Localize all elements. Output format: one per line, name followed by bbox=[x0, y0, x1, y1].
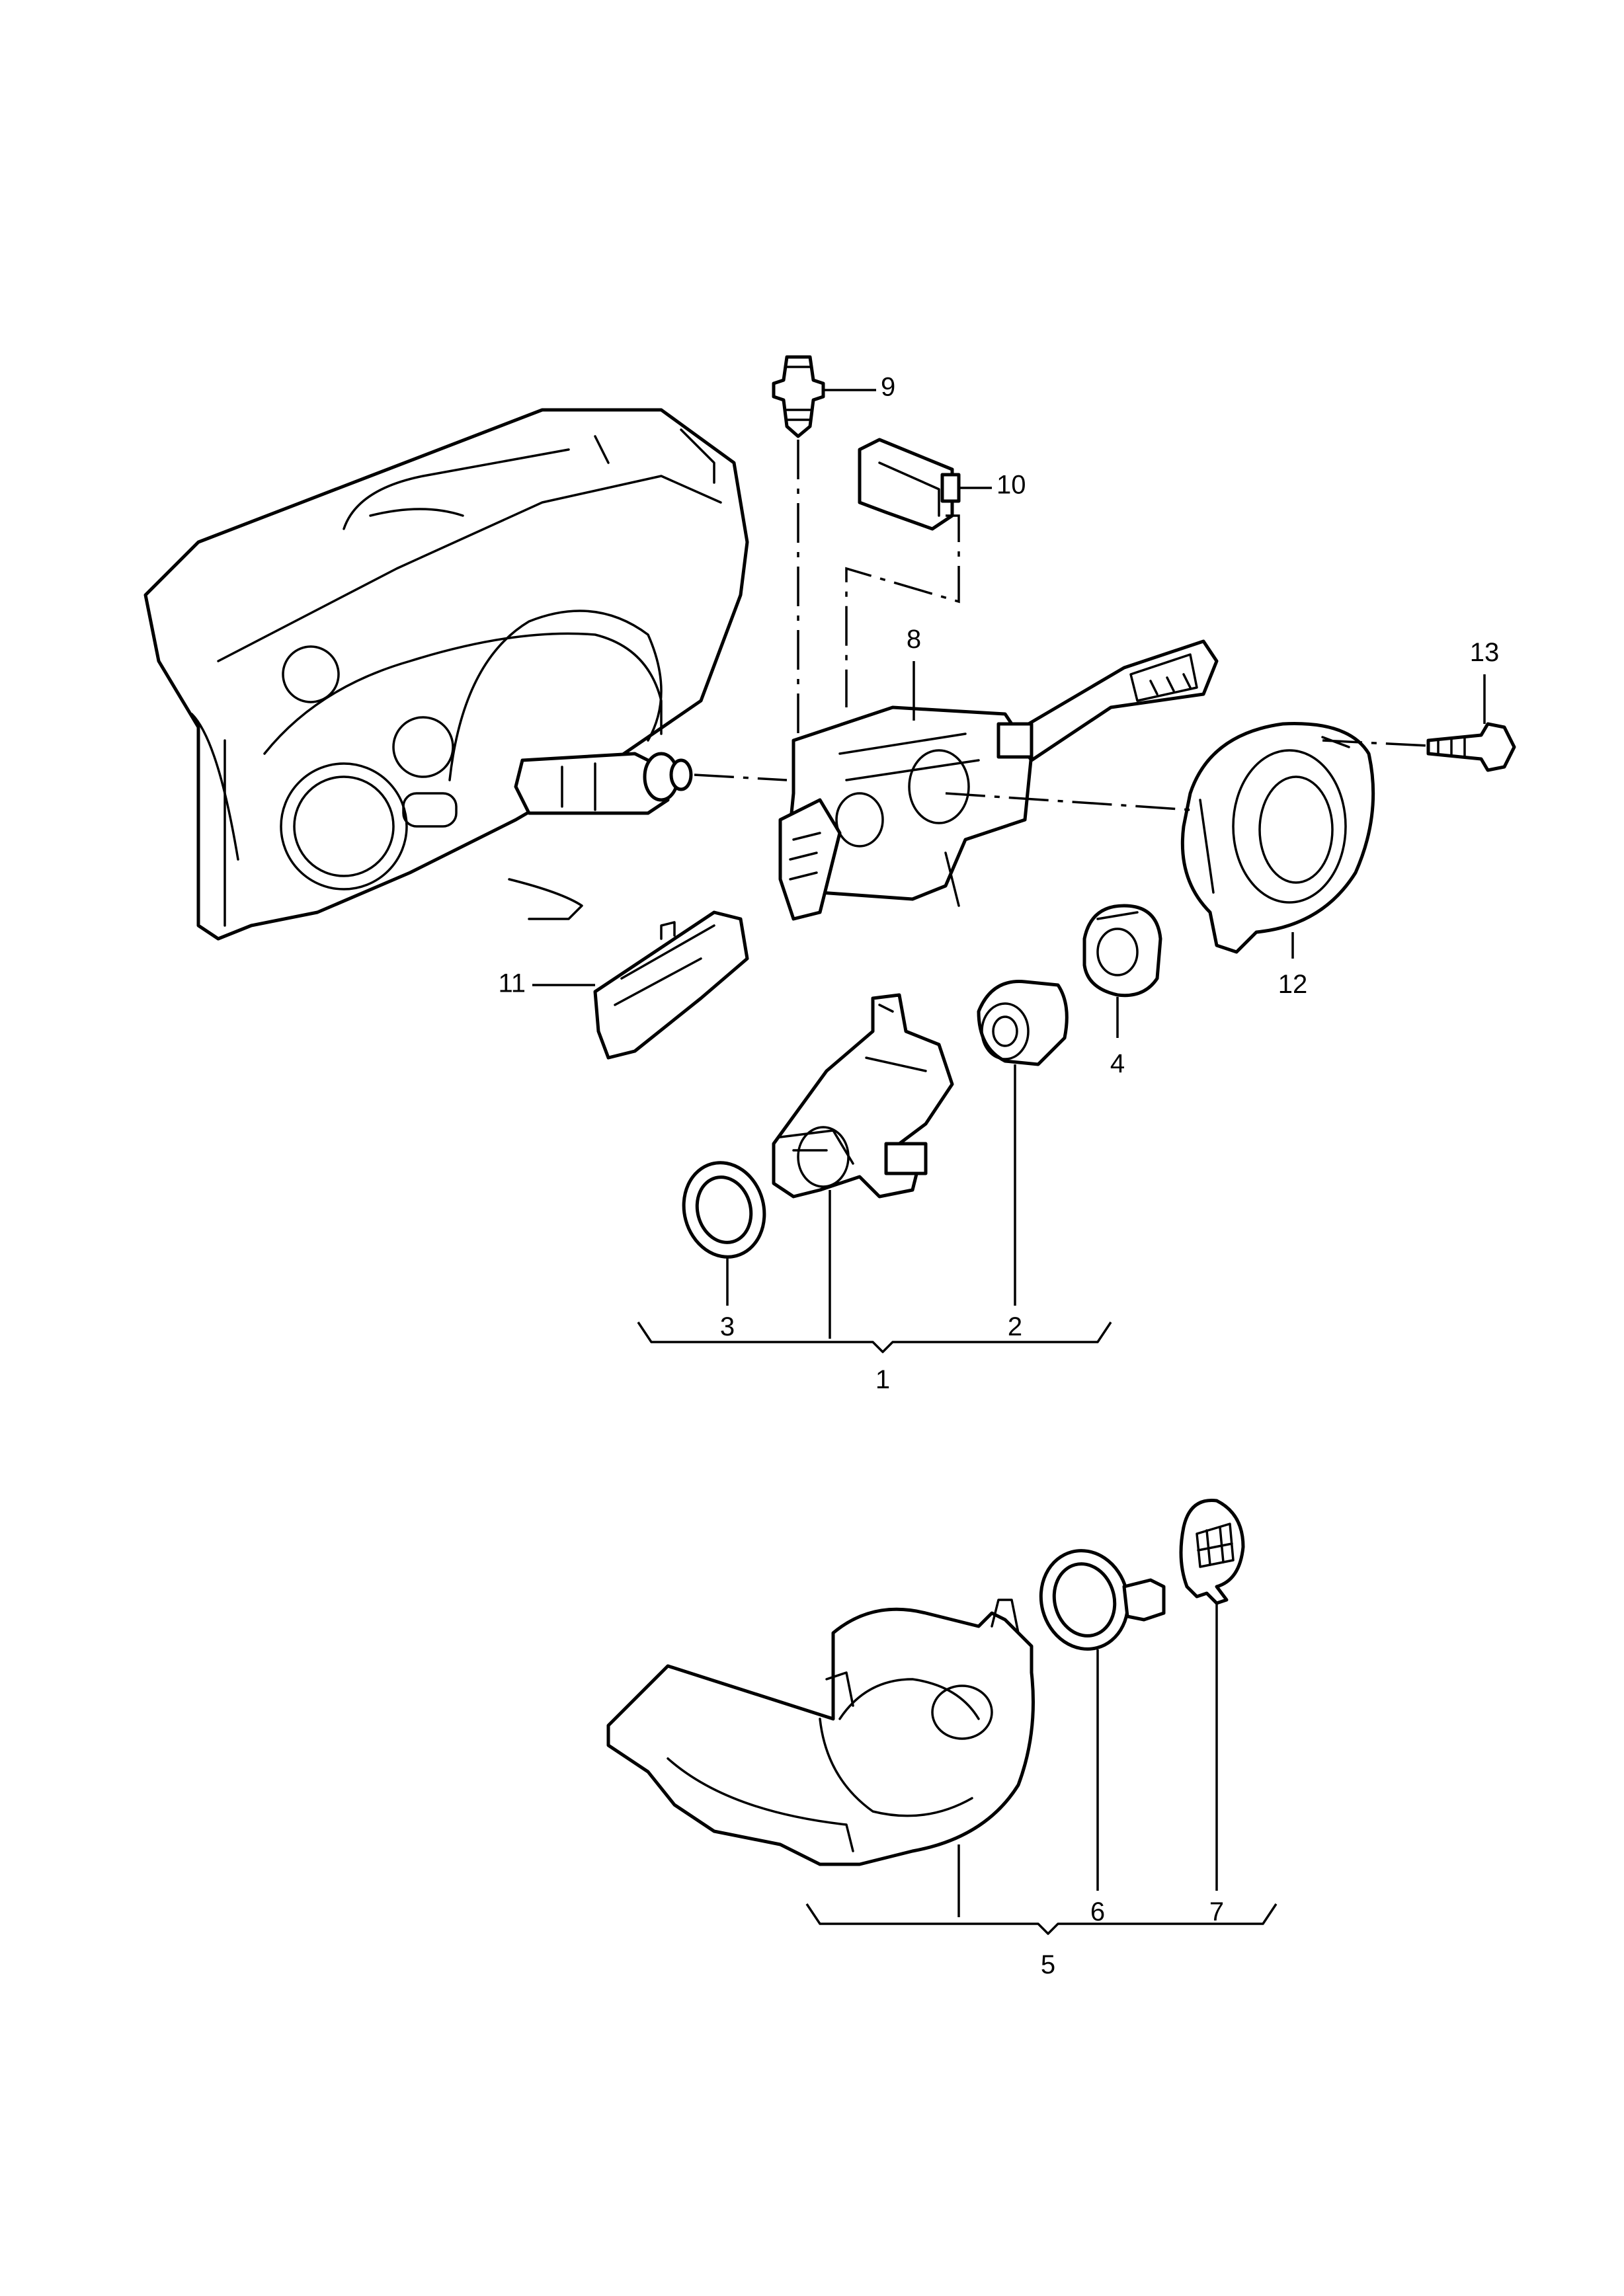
lock-cylinder-icon bbox=[977, 980, 1069, 1066]
group-brace-1 bbox=[637, 1322, 1112, 1353]
ignition-lock-housing-icon bbox=[772, 993, 954, 1199]
button-cap-icon bbox=[1179, 1499, 1245, 1605]
leader-lines bbox=[532, 389, 1486, 1917]
callout-label-12: 12 bbox=[1278, 970, 1308, 999]
screw-icon bbox=[1426, 722, 1516, 772]
screw-icon bbox=[772, 355, 825, 438]
group-brace-5 bbox=[805, 1903, 1278, 1935]
callout-label-8: 8 bbox=[907, 625, 921, 654]
connector-icon bbox=[858, 438, 961, 531]
clock-spring-icon bbox=[1180, 722, 1375, 954]
callout-label-1: 1 bbox=[875, 1365, 890, 1394]
callout-label-2: 2 bbox=[1008, 1312, 1022, 1341]
callout-label-13: 13 bbox=[1470, 638, 1500, 667]
trim-ring-icon bbox=[682, 1161, 766, 1259]
callout-label-11: 11 bbox=[498, 969, 526, 998]
dashboard-illustration bbox=[143, 408, 749, 941]
steering-column bbox=[514, 752, 693, 815]
reading-coil-icon bbox=[593, 910, 749, 1060]
callout-label-10: 10 bbox=[996, 471, 1026, 500]
assembly-lines bbox=[694, 440, 1429, 811]
ring-antenna-icon bbox=[1039, 1549, 1166, 1651]
callout-label-3: 3 bbox=[720, 1312, 735, 1341]
callout-label-9: 9 bbox=[881, 373, 895, 402]
bulb-holder-icon bbox=[1082, 904, 1162, 998]
callout-label-5: 5 bbox=[1041, 1950, 1055, 1979]
callout-label-7: 7 bbox=[1209, 1897, 1224, 1926]
combination-switch-icon bbox=[778, 639, 1219, 921]
callout-label-4: 4 bbox=[1110, 1049, 1125, 1078]
steering-column-trim-icon bbox=[606, 1599, 1035, 1866]
callout-label-6: 6 bbox=[1090, 1897, 1105, 1926]
